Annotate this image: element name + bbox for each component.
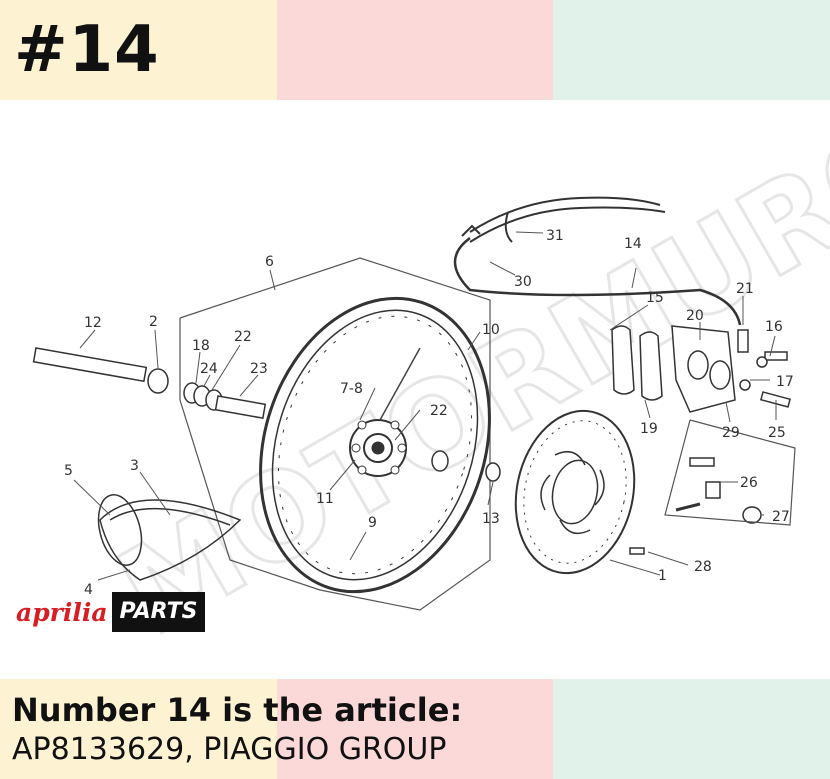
callout-24: 24 <box>200 361 218 377</box>
callout-10: 10 <box>482 322 500 338</box>
callout-labels: 1 2 3 4 5 6 7-8 9 10 11 12 13 14 15 16 1… <box>64 228 794 598</box>
callout-6: 6 <box>265 254 274 270</box>
callout-22a: 22 <box>234 329 252 345</box>
hardware-parts <box>629 329 791 555</box>
callout-26: 26 <box>740 475 758 491</box>
caption-line-1: Number 14 is the article: <box>12 691 463 729</box>
logo-parts: PARTS <box>111 592 206 632</box>
callout-23: 23 <box>250 361 268 377</box>
caption-line-2: AP8133629, PIAGGIO GROUP <box>12 732 447 767</box>
callout-3: 3 <box>130 458 139 474</box>
callout-12: 12 <box>84 315 102 331</box>
callout-28: 28 <box>694 559 712 575</box>
exploded-parts-diagram: MOTORMURCIA <box>32 100 830 665</box>
wheel-assembly-outline <box>179 257 491 611</box>
pad-kit-outline <box>664 419 796 526</box>
wheel-rim <box>259 296 491 594</box>
callout-21: 21 <box>736 281 754 297</box>
axle <box>32 347 148 383</box>
brake-caliper <box>611 325 736 413</box>
callout-31: 31 <box>546 228 564 244</box>
callout-4: 4 <box>84 582 93 598</box>
aprilia-parts-logo: aprilia PARTS <box>14 592 206 632</box>
callout-14: 14 <box>624 236 642 252</box>
callout-13: 13 <box>482 511 500 527</box>
callout-16: 16 <box>765 319 783 335</box>
wheel-hub <box>349 419 407 477</box>
spacer-parts <box>147 368 501 482</box>
tire-tube <box>97 494 242 581</box>
callout-15: 15 <box>646 290 664 306</box>
callout-30: 30 <box>514 274 532 290</box>
header-band <box>0 0 830 100</box>
callout-1: 1 <box>658 568 667 584</box>
leader-lines <box>73 231 777 581</box>
brake-disc <box>514 409 636 575</box>
callout-18: 18 <box>192 338 210 354</box>
page-title: #14 <box>14 13 160 87</box>
callout-7-8: 7-8 <box>340 381 363 397</box>
callout-27: 27 <box>772 509 790 525</box>
callout-5: 5 <box>64 463 73 479</box>
brake-hose <box>453 196 742 326</box>
callout-11: 11 <box>316 491 334 507</box>
footer-band <box>0 679 830 779</box>
callout-29: 29 <box>722 425 740 441</box>
callout-19: 19 <box>640 421 658 437</box>
callout-2: 2 <box>149 314 158 330</box>
callout-22b: 22 <box>430 403 448 419</box>
callout-9: 9 <box>368 515 377 531</box>
callout-17: 17 <box>776 374 794 390</box>
logo-brand: aprilia <box>14 597 112 627</box>
callout-20: 20 <box>686 308 704 324</box>
callout-25: 25 <box>768 425 786 441</box>
